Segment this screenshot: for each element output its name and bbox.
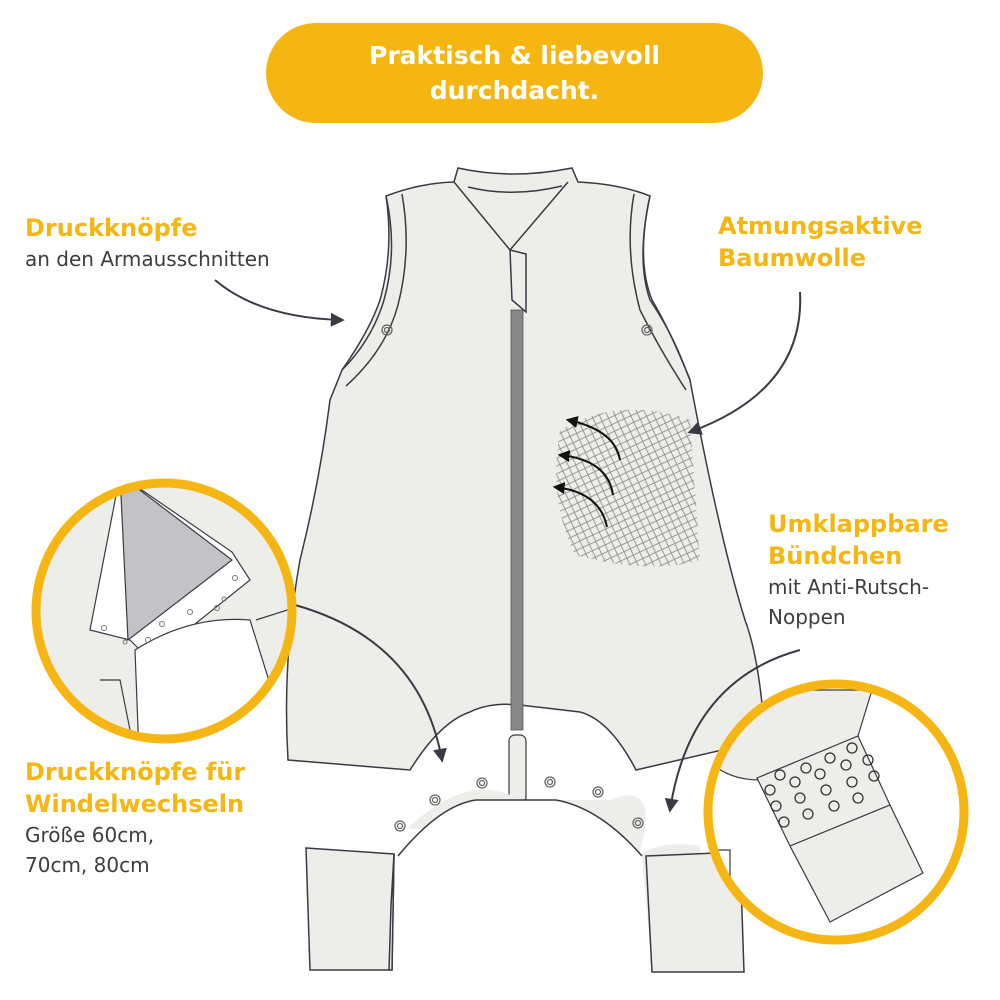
callout-diaper-snaps: Druckknöpfe für Windelwechseln Größe 60c…	[25, 756, 245, 880]
callout-subtitle-line-1: mit Anti-Rutsch-	[768, 575, 930, 599]
headline-line-2: durchdacht.	[429, 76, 600, 105]
callout-foldable-cuffs: Umklappbare Bündchen mit Anti-Rutsch- No…	[768, 508, 949, 632]
callout-subtitle-line-2: Noppen	[768, 605, 846, 629]
callout-title-line-2: Windelwechseln	[25, 790, 245, 818]
callout-title-line-2: Baumwolle	[718, 244, 866, 272]
headline-banner: Praktisch & liebevoll durchdacht.	[266, 23, 763, 123]
detail-circle-diaper-snaps	[31, 478, 297, 744]
callout-title-line-1: Umklappbare	[768, 510, 949, 538]
callout-subtitle-line-2: 70cm, 80cm	[25, 853, 150, 877]
callout-title: Druckknöpfe	[25, 214, 198, 242]
callout-title-line-2: Bündchen	[768, 542, 903, 570]
snap-button-icon	[381, 324, 653, 832]
callout-subtitle-line-1: Größe 60cm,	[25, 823, 155, 847]
callout-title-line-1: Atmungsaktive	[718, 212, 923, 240]
callout-subtitle: an den Armausschnitten	[25, 247, 270, 271]
callout-armhole-snaps: Druckknöpfe an den Armausschnitten	[25, 212, 270, 274]
callout-breathable-cotton: Atmungsaktive Baumwolle	[718, 210, 922, 274]
detail-circle-cuffs	[703, 679, 969, 945]
headline-line-1: Praktisch & liebevoll	[369, 41, 660, 70]
air-flow-arrow-icon	[552, 416, 621, 528]
zipper-icon	[510, 309, 524, 731]
callout-title-line-1: Druckknöpfe für	[25, 758, 246, 786]
mesh-pattern-icon	[556, 409, 700, 567]
arrow-icon	[214, 279, 802, 813]
